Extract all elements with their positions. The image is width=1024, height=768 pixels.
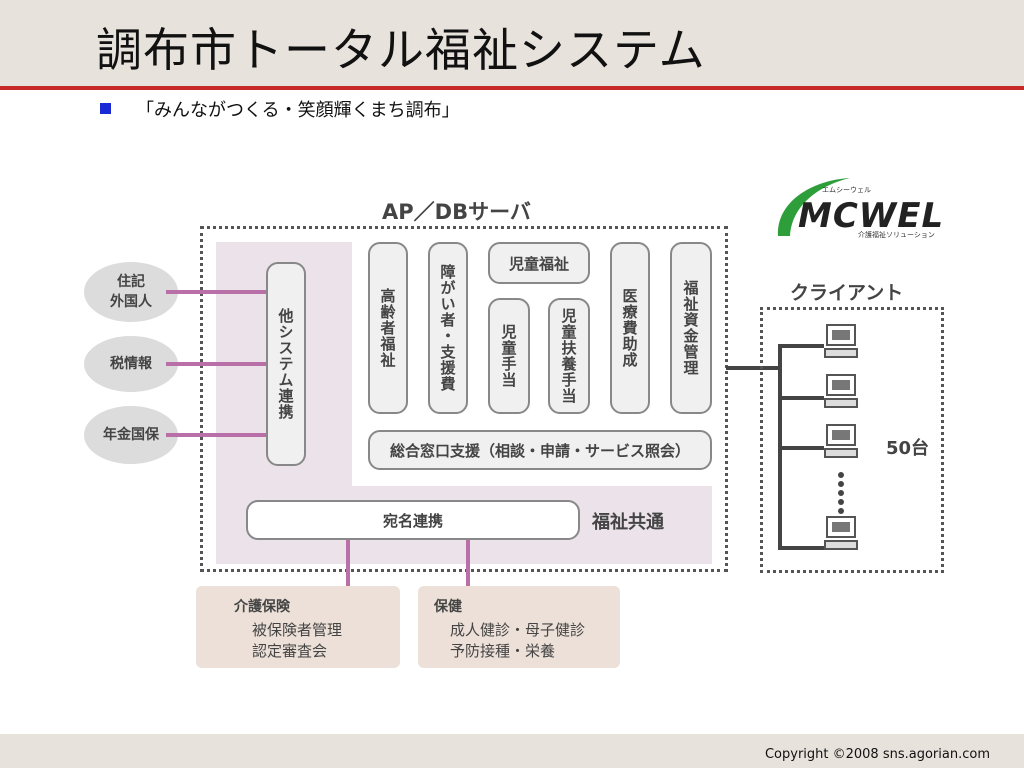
address-link-module: 宛名連携 xyxy=(246,500,580,540)
module-child-support: 児童扶養手当 xyxy=(548,298,590,414)
network-branch-line xyxy=(778,396,824,400)
module-child-allowance: 児童手当 xyxy=(488,298,530,414)
footer-bar xyxy=(0,734,1024,768)
health-line: 予防接種・栄養 xyxy=(450,642,556,660)
slide-title: 調布市トータル福祉システム xyxy=(96,23,706,77)
copyright-text: Copyright ©2008 sns.agorian.com xyxy=(764,747,990,762)
client-pc-icon xyxy=(824,374,858,412)
module-elderly: 高齢者福祉 xyxy=(368,242,408,414)
network-branch-line xyxy=(778,546,824,550)
care-insurance-line: 認定審査会 xyxy=(252,642,328,660)
module-child-welfare: 児童福祉 xyxy=(488,242,590,284)
connector-line xyxy=(166,362,268,366)
connector-line xyxy=(466,540,470,588)
ellipsis-dot xyxy=(838,508,844,514)
health-line: 成人健診・母子健診 xyxy=(450,621,586,639)
module-welfare-funds: 福祉資金管理 xyxy=(670,242,712,414)
care-insurance-title: 介護保険 xyxy=(234,599,290,615)
logo-swoosh-icon xyxy=(777,178,850,236)
slide-subtitle: 「みんながつくる・笑顔輝くまち調布」 xyxy=(136,100,460,121)
bullet-square-icon xyxy=(100,103,111,114)
client-label: クライアント xyxy=(790,282,904,304)
client-pc-icon xyxy=(824,324,858,362)
connector-line xyxy=(346,540,350,588)
ellipsis-dot xyxy=(838,490,844,496)
client-box xyxy=(760,307,944,573)
ellipsis-dot xyxy=(838,472,844,478)
network-branch-line xyxy=(778,446,824,450)
network-line xyxy=(726,366,780,370)
ellipsis-dot xyxy=(838,481,844,487)
care-insurance-line: 被保険者管理 xyxy=(252,621,343,639)
health-title: 保健 xyxy=(434,599,462,615)
module-disability: 障がい者・支援費 xyxy=(428,242,468,414)
health-box: 保健 成人健診・母子健診 予防接種・栄養 xyxy=(418,586,620,668)
logo-name: MCWEL xyxy=(798,196,945,236)
client-count: 50台 xyxy=(886,438,930,459)
connector-line xyxy=(166,433,268,437)
care-insurance-box: 介護保険 被保険者管理 認定審査会 xyxy=(196,586,400,668)
external-system-resident: 住記 外国人 xyxy=(84,262,178,322)
server-label: AP／DBサーバ xyxy=(382,200,531,224)
module-medical-subsidy: 医療費助成 xyxy=(610,242,650,414)
logo-ruby: エムシーウェル xyxy=(822,186,871,194)
external-system-tax: 税情報 xyxy=(84,336,178,392)
network-branch-line xyxy=(778,344,824,348)
connector-line xyxy=(166,290,268,294)
server-box xyxy=(200,226,728,572)
client-pc-icon xyxy=(824,516,858,554)
consultation-module: 総合窓口支援（相談・申請・サービス照会） xyxy=(368,430,712,470)
integration-module: 他システム連携 xyxy=(266,262,306,466)
header-bar xyxy=(0,0,1024,90)
ellipsis-dot xyxy=(838,499,844,505)
common-label: 福祉共通 xyxy=(592,512,664,533)
client-pc-icon xyxy=(824,424,858,462)
logo-tagline: 介護福祉ソリューション xyxy=(858,231,935,239)
external-system-pension: 年金国保 xyxy=(84,406,178,464)
